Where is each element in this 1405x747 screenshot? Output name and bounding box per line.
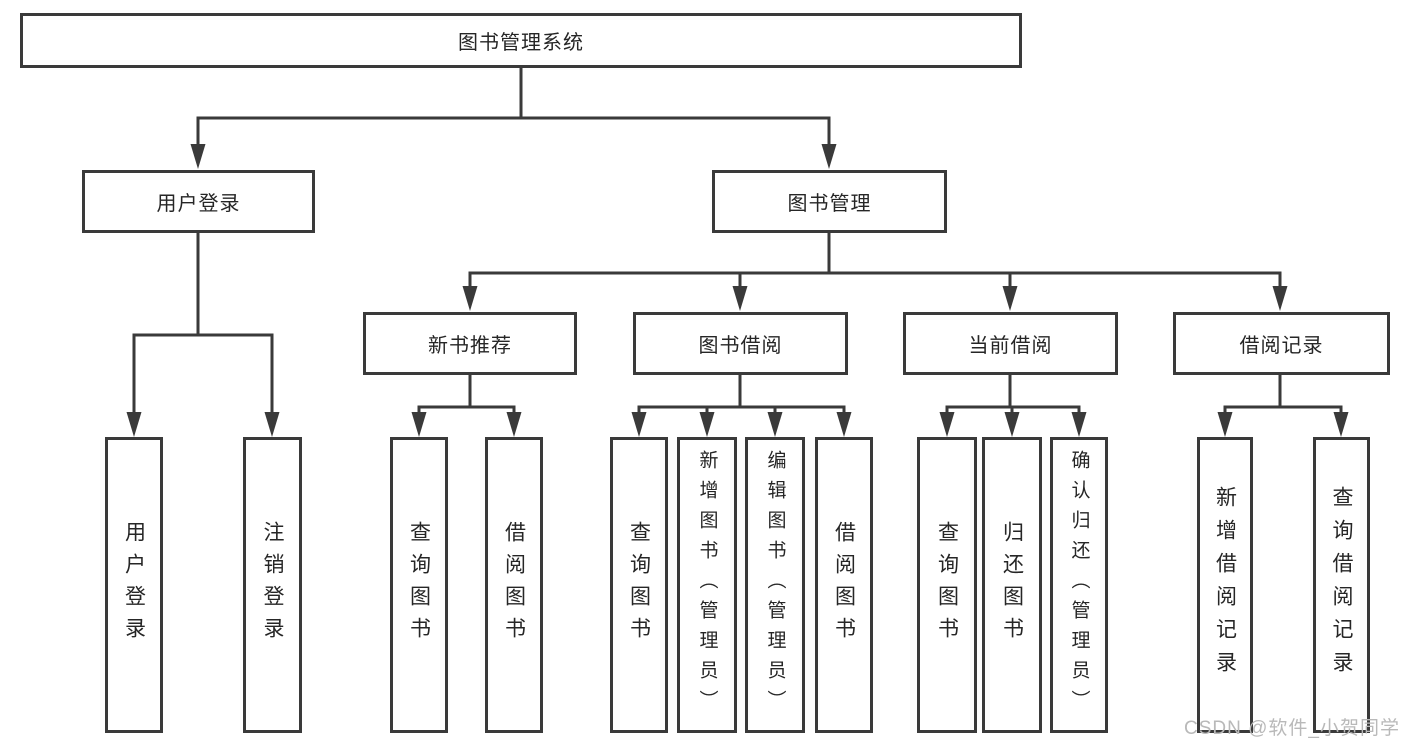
leaf-query-borrow-record: 查询借阅记录 bbox=[1313, 437, 1370, 733]
leaf-borrow-books-borrow: 借阅图书 bbox=[815, 437, 873, 733]
leaf-add-books-admin-label: 新增图书（管理员） bbox=[696, 450, 718, 720]
leaf-query-books-borrow-label: 查询图书 bbox=[627, 521, 651, 649]
watermark: CSDN @软件_小贺同学 bbox=[1184, 718, 1400, 739]
node-borrowing-records: 借阅记录 bbox=[1173, 312, 1390, 375]
node-user-login: 用户登录 bbox=[82, 170, 315, 233]
leaf-add-borrow-record-label: 新增借阅记录 bbox=[1213, 486, 1237, 684]
leaf-edit-books-admin-label: 编辑图书（管理员） bbox=[764, 450, 786, 720]
leaf-return-books: 归还图书 bbox=[982, 437, 1042, 733]
leaf-query-books-current: 查询图书 bbox=[917, 437, 977, 733]
leaf-user-login: 用户登录 bbox=[105, 437, 163, 733]
leaf-edit-books-admin: 编辑图书（管理员） bbox=[745, 437, 805, 733]
leaf-query-books-current-label: 查询图书 bbox=[935, 521, 959, 649]
leaf-borrow-books-recommend: 借阅图书 bbox=[485, 437, 543, 733]
leaf-query-books-recommend-label: 查询图书 bbox=[407, 521, 431, 649]
leaf-query-books-borrow: 查询图书 bbox=[610, 437, 668, 733]
leaf-add-books-admin: 新增图书（管理员） bbox=[677, 437, 737, 733]
leaf-borrow-books-recommend-label: 借阅图书 bbox=[502, 521, 526, 649]
leaf-logout: 注销登录 bbox=[243, 437, 302, 733]
leaf-borrow-books-borrow-label: 借阅图书 bbox=[832, 521, 856, 649]
node-book-borrowing: 图书借阅 bbox=[633, 312, 848, 375]
leaf-query-books-recommend: 查询图书 bbox=[390, 437, 448, 733]
leaf-confirm-return-admin: 确认归还（管理员） bbox=[1050, 437, 1108, 733]
leaf-logout-label: 注销登录 bbox=[261, 521, 284, 649]
leaf-return-books-label: 归还图书 bbox=[1000, 521, 1024, 649]
node-book-management-system: 图书管理系统 bbox=[20, 13, 1022, 68]
leaf-confirm-return-admin-label: 确认归还（管理员） bbox=[1068, 450, 1090, 720]
node-book-management: 图书管理 bbox=[712, 170, 947, 233]
node-current-borrowing: 当前借阅 bbox=[903, 312, 1118, 375]
leaf-user-login-label: 用户登录 bbox=[122, 521, 146, 649]
leaf-query-borrow-record-label: 查询借阅记录 bbox=[1330, 486, 1353, 684]
node-new-book-recommend: 新书推荐 bbox=[363, 312, 577, 375]
leaf-add-borrow-record: 新增借阅记录 bbox=[1197, 437, 1253, 733]
